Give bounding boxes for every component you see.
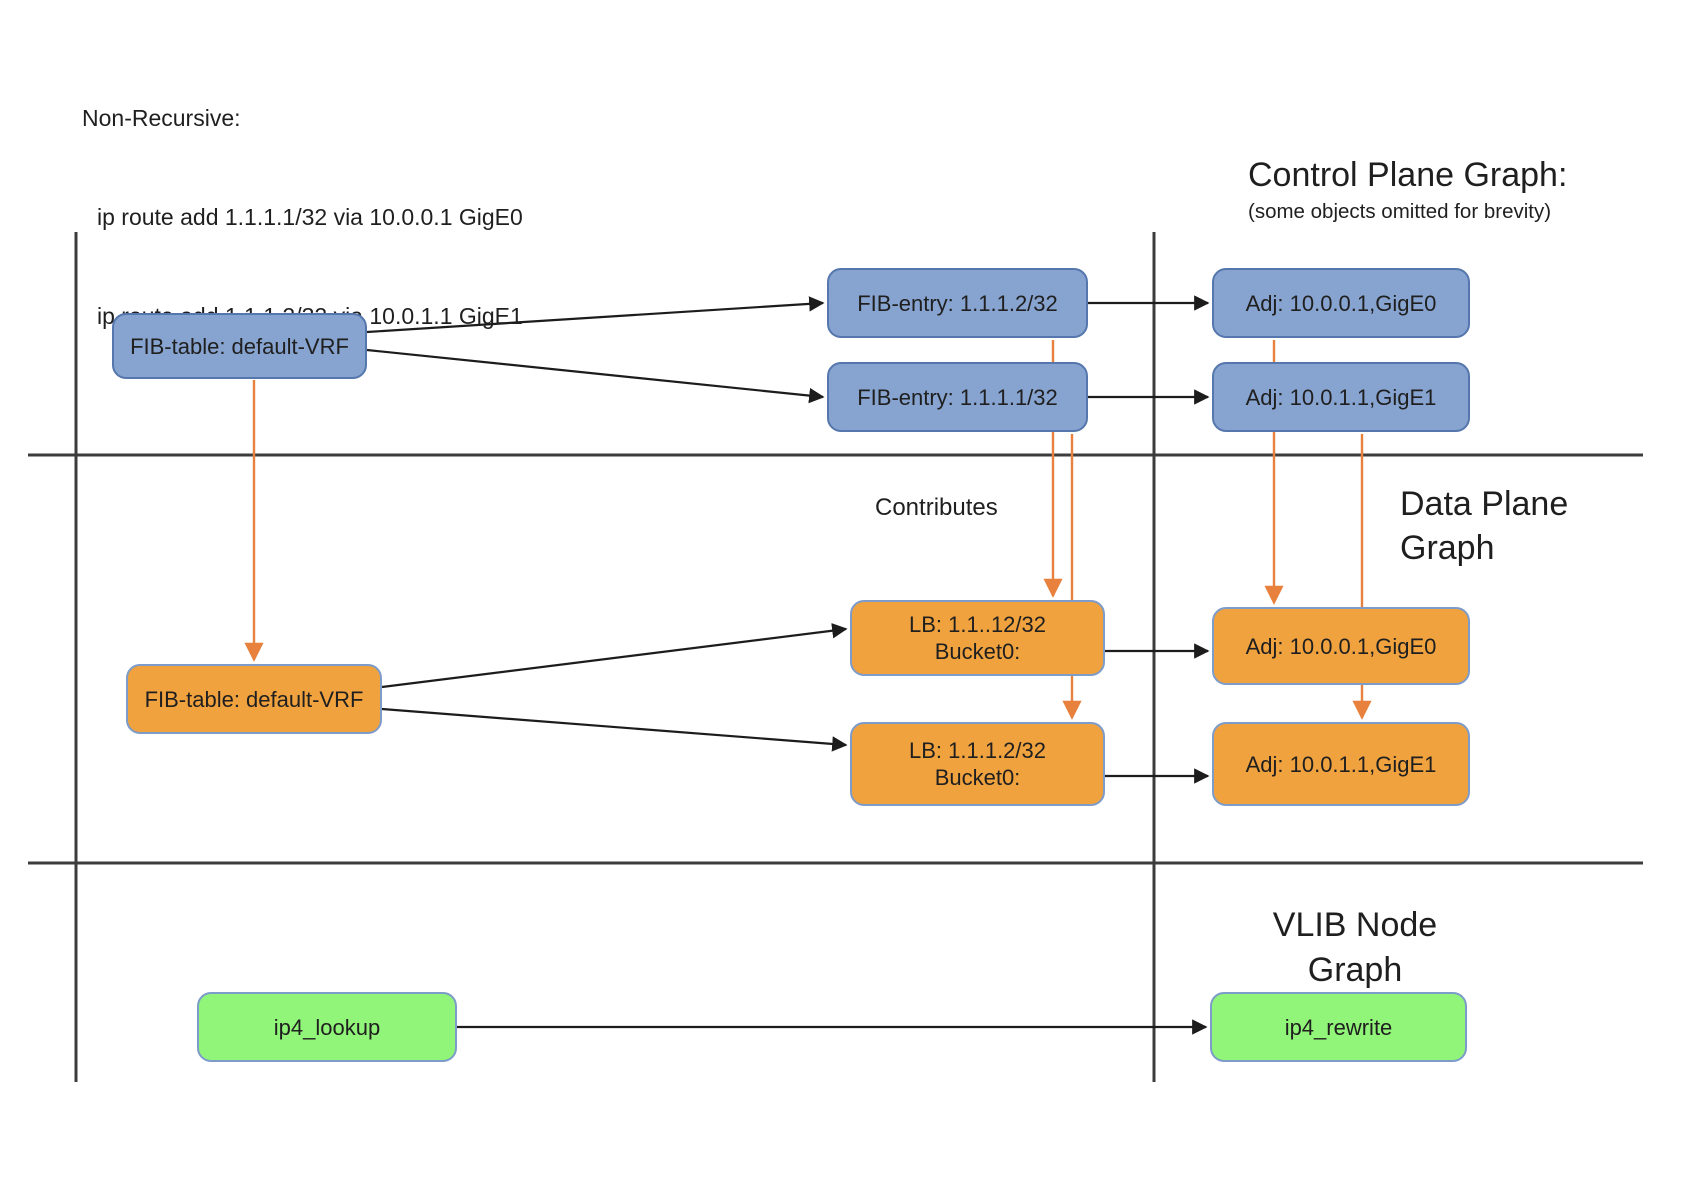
control-plane-title: Control Plane Graph: [1248, 156, 1568, 194]
route-command-1: ip route add 1.1.1.1/32 via 10.0.0.1 Gig… [97, 204, 523, 230]
node-cp-fib-entry-1112: FIB-entry: 1.1.1.2/32 [827, 268, 1088, 338]
arrow-cpfibtable-to-fibentry2 [366, 296, 825, 334]
node-label-line2: Bucket0: [934, 639, 1021, 664]
node-dp-lb-2: LB: 1.1.1.2/32 Bucket0: [850, 722, 1105, 806]
node-dp-adj-gige0: Adj: 10.0.0.1,GigE0 [1212, 607, 1470, 685]
node-label: Adj: 10.0.0.1,GigE0 [1245, 290, 1437, 316]
node-label-line1: LB: 1.1.1.2/32 [909, 738, 1046, 763]
node-label: FIB-table: default-VRF [130, 333, 349, 359]
node-label: Adj: 10.0.1.1,GigE1 [1245, 751, 1437, 777]
node-dp-fib-table: FIB-table: default-VRF [126, 664, 382, 734]
node-vlib-ip4-rewrite: ip4_rewrite [1210, 992, 1467, 1062]
vlib-node-graph-title: VLIB Node Graph [1272, 906, 1438, 989]
node-cp-fib-entry-1111: FIB-entry: 1.1.1.1/32 [827, 362, 1088, 432]
node-label: Adj: 10.0.0.1,GigE0 [1245, 633, 1437, 659]
non-recursive-heading: Non-Recursive: [82, 105, 241, 131]
node-cp-adj-gige0: Adj: 10.0.0.1,GigE0 [1212, 268, 1470, 338]
node-cp-adj-gige1: Adj: 10.0.1.1,GigE1 [1212, 362, 1470, 432]
control-plane-subtitle: (some objects omitted for brevity) [1248, 200, 1552, 223]
node-dp-lb-1: LB: 1.1..12/32 Bucket0: [850, 600, 1105, 676]
arrow-dpfibtable-to-lb1 [381, 623, 848, 689]
node-label-line2: Bucket0: [934, 765, 1021, 790]
node-dp-adj-gige1: Adj: 10.0.1.1,GigE1 [1212, 722, 1470, 806]
arrow-dpfibtable-to-lb2 [381, 707, 848, 752]
node-label: Adj: 10.0.1.1,GigE1 [1245, 384, 1437, 410]
node-label: ip4_rewrite [1284, 1014, 1393, 1040]
node-label: FIB-table: default-VRF [144, 686, 364, 712]
node-cp-fib-table: FIB-table: default-VRF [112, 313, 367, 379]
node-label-line1: LB: 1.1..12/32 [909, 612, 1046, 637]
contributes-label: Contributes [875, 494, 998, 521]
node-label: FIB-entry: 1.1.1.2/32 [857, 290, 1058, 316]
arrow-cpfibtable-to-fibentry1 [366, 348, 825, 404]
node-label: FIB-entry: 1.1.1.1/32 [857, 384, 1058, 410]
data-plane-title: Data Plane Graph [1400, 485, 1569, 567]
node-label: ip4_lookup [273, 1014, 381, 1040]
node-vlib-ip4-lookup: ip4_lookup [197, 992, 457, 1062]
